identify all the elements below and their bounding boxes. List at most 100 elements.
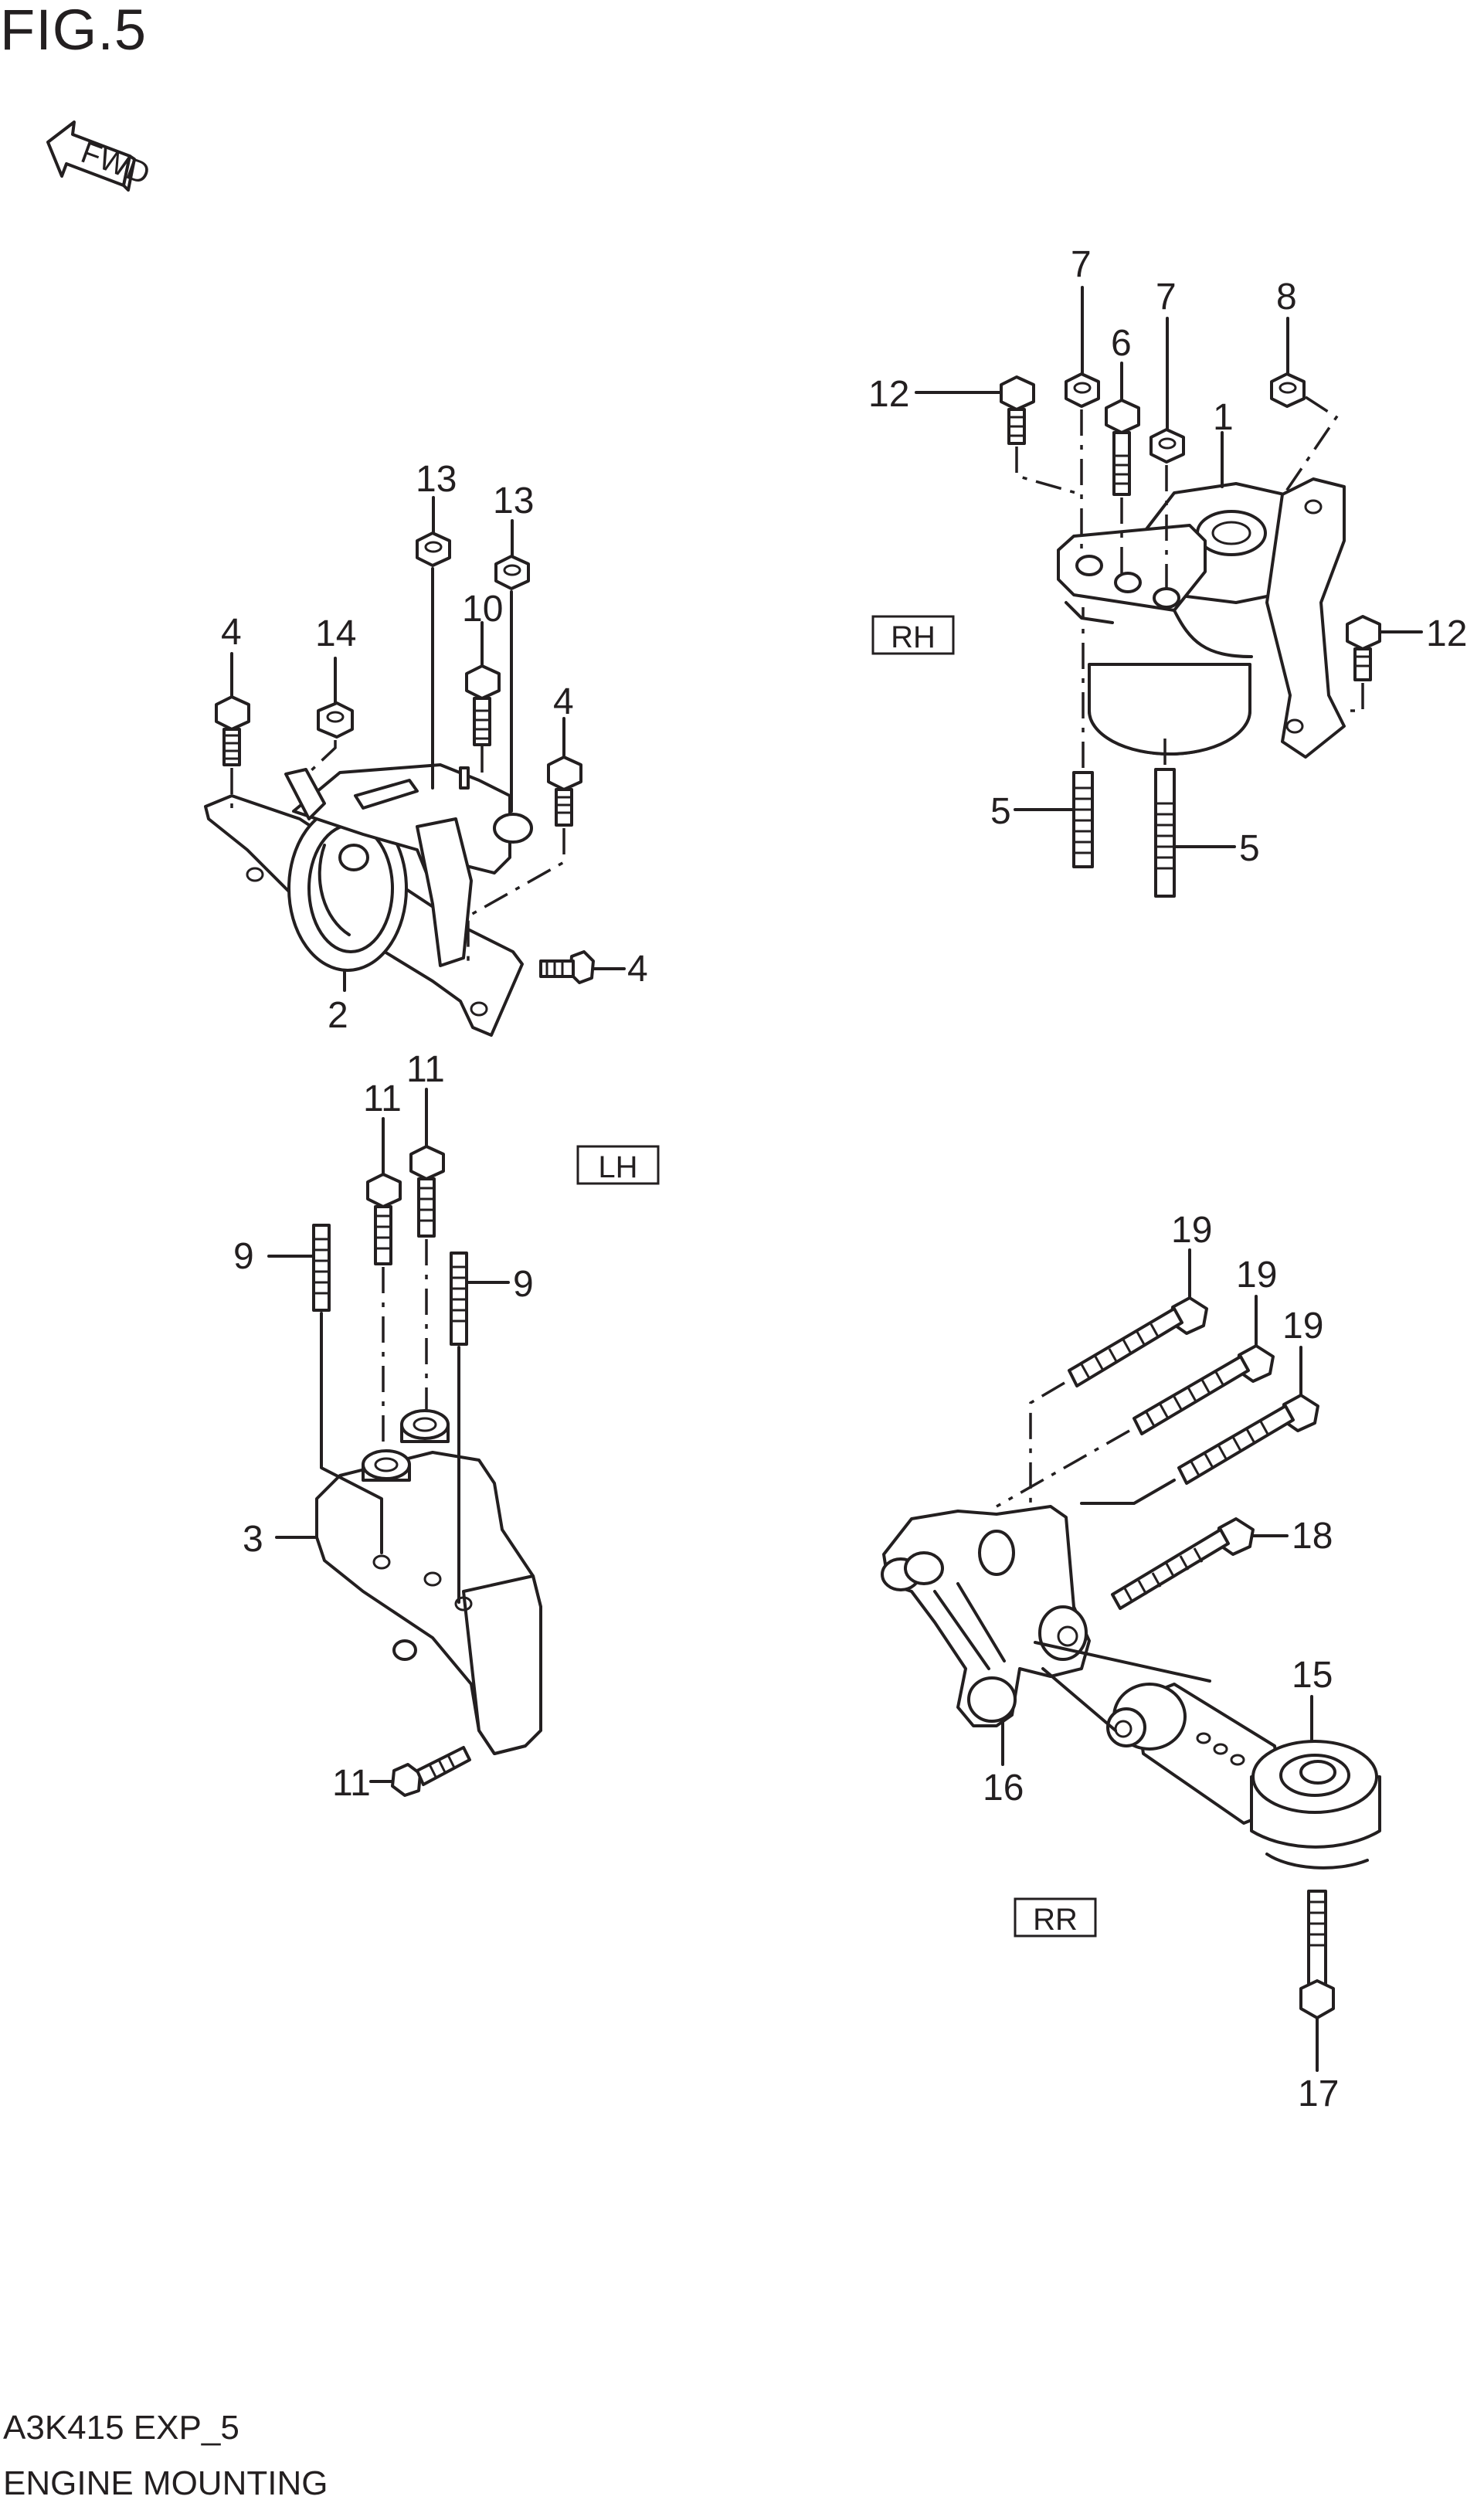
svg-text:2: 2 bbox=[328, 995, 348, 1036]
svg-text:8: 8 bbox=[1276, 277, 1297, 318]
fwd-arrow-icon: FWD bbox=[46, 121, 155, 192]
nut-8 bbox=[1270, 372, 1306, 408]
svg-text:11: 11 bbox=[332, 1763, 371, 1804]
bolt-6 bbox=[1105, 399, 1140, 496]
callout-8: 8 bbox=[1276, 277, 1297, 375]
callout-11b: 11 bbox=[406, 1049, 445, 1148]
callout-9b: 9 bbox=[465, 1264, 534, 1305]
bolt-4-side bbox=[539, 950, 595, 984]
bolt-18 bbox=[1111, 1517, 1255, 1610]
callout-14: 14 bbox=[315, 613, 356, 705]
callout-1: 1 bbox=[1213, 397, 1234, 488]
rh-label: RH bbox=[891, 620, 936, 654]
lh-label: LH bbox=[598, 1150, 637, 1184]
section-tag-rh: RH bbox=[871, 615, 955, 655]
nut-7-left bbox=[1065, 372, 1100, 408]
callout-19a: 19 bbox=[1171, 1210, 1212, 1299]
callout-19c: 19 bbox=[1282, 1306, 1323, 1397]
bolt-19-top bbox=[1068, 1296, 1208, 1387]
callout-4b: 4 bbox=[553, 681, 574, 759]
bolt-19-bottom bbox=[1177, 1394, 1319, 1485]
callout-5a: 5 bbox=[990, 791, 1075, 832]
bolt-10 bbox=[465, 664, 501, 746]
lh-mount-bracket bbox=[204, 763, 533, 1037]
callout-4a: 4 bbox=[221, 612, 242, 698]
svg-text:1: 1 bbox=[1213, 397, 1234, 438]
callout-18: 18 bbox=[1251, 1516, 1333, 1557]
svg-text:3: 3 bbox=[243, 1519, 263, 1560]
svg-text:9: 9 bbox=[513, 1264, 534, 1305]
callout-12b: 12 bbox=[1378, 613, 1467, 654]
svg-text:11: 11 bbox=[363, 1078, 402, 1119]
callout-4c: 4 bbox=[627, 949, 648, 990]
section-tag-lh: LH bbox=[576, 1145, 660, 1185]
figure-code: A3K415 EXP_5 bbox=[3, 2409, 239, 2447]
callout-11a: 11 bbox=[363, 1078, 402, 1176]
svg-text:13: 13 bbox=[493, 481, 534, 521]
bolt-12-right bbox=[1346, 615, 1381, 681]
rr-torque-rod-15 bbox=[1106, 1683, 1381, 1870]
rr-label: RR bbox=[1033, 1903, 1078, 1937]
callout-5b: 5 bbox=[1173, 828, 1260, 869]
stud-5-right bbox=[1154, 768, 1176, 898]
callout-11c: 11 bbox=[332, 1763, 394, 1804]
callout-6: 6 bbox=[1111, 323, 1132, 402]
svg-text:7: 7 bbox=[1156, 277, 1177, 318]
bolt-12-left bbox=[1000, 375, 1035, 445]
callout-7a: 7 bbox=[1071, 244, 1092, 375]
svg-text:19: 19 bbox=[1282, 1306, 1323, 1347]
nut-13-left bbox=[416, 532, 451, 567]
svg-text:15: 15 bbox=[1292, 1655, 1333, 1696]
section-tag-rr: RR bbox=[1014, 1897, 1097, 1938]
callout-12a: 12 bbox=[868, 374, 1003, 415]
svg-text:10: 10 bbox=[462, 589, 503, 630]
svg-text:5: 5 bbox=[990, 791, 1011, 832]
svg-text:19: 19 bbox=[1236, 1255, 1277, 1296]
svg-text:12: 12 bbox=[1426, 613, 1467, 654]
callout-2: 2 bbox=[328, 969, 348, 1036]
svg-text:5: 5 bbox=[1239, 828, 1260, 869]
svg-text:16: 16 bbox=[983, 1768, 1024, 1808]
svg-text:4: 4 bbox=[627, 949, 648, 990]
svg-text:17: 17 bbox=[1298, 2073, 1339, 2114]
svg-text:4: 4 bbox=[553, 681, 574, 722]
svg-text:12: 12 bbox=[868, 374, 909, 415]
stud-9-right bbox=[450, 1252, 468, 1346]
bolt-19-middle bbox=[1133, 1344, 1275, 1435]
callout-17: 17 bbox=[1298, 2016, 1339, 2114]
lh-bracket-3 bbox=[315, 1409, 542, 1755]
figure-title: FIG.5 bbox=[0, 0, 148, 62]
svg-text:4: 4 bbox=[221, 612, 242, 653]
rh-mount-body bbox=[1057, 477, 1346, 759]
callout-13b: 13 bbox=[493, 481, 534, 558]
callout-19b: 19 bbox=[1236, 1255, 1277, 1347]
bolt-4-right bbox=[547, 756, 582, 827]
callout-13a: 13 bbox=[416, 459, 457, 535]
bolt-11-right bbox=[409, 1145, 445, 1238]
svg-text:9: 9 bbox=[233, 1236, 254, 1277]
stud-9-left bbox=[312, 1224, 331, 1312]
svg-text:14: 14 bbox=[315, 613, 356, 654]
svg-text:7: 7 bbox=[1071, 244, 1092, 285]
bolt-11-left bbox=[366, 1173, 402, 1265]
svg-text:6: 6 bbox=[1111, 323, 1132, 364]
bolt-17 bbox=[1299, 1890, 1335, 2019]
callout-10: 10 bbox=[462, 589, 503, 667]
bolt-11-bottom bbox=[391, 1746, 471, 1797]
stud-5-left bbox=[1072, 771, 1094, 868]
rr-bracket-16 bbox=[881, 1505, 1091, 1727]
svg-text:19: 19 bbox=[1171, 1210, 1212, 1251]
svg-text:18: 18 bbox=[1292, 1516, 1333, 1557]
callout-9a: 9 bbox=[233, 1236, 315, 1277]
svg-text:13: 13 bbox=[416, 459, 457, 500]
nut-13-right bbox=[494, 555, 530, 590]
nut-14 bbox=[317, 701, 354, 739]
callout-15: 15 bbox=[1292, 1655, 1333, 1743]
svg-text:11: 11 bbox=[406, 1049, 445, 1090]
nut-7-right bbox=[1149, 428, 1185, 464]
callout-7b: 7 bbox=[1156, 277, 1177, 431]
callout-3: 3 bbox=[243, 1519, 318, 1560]
figure-name: ENGINE MOUNTING bbox=[3, 2464, 328, 2502]
bolt-4-left bbox=[215, 695, 250, 766]
